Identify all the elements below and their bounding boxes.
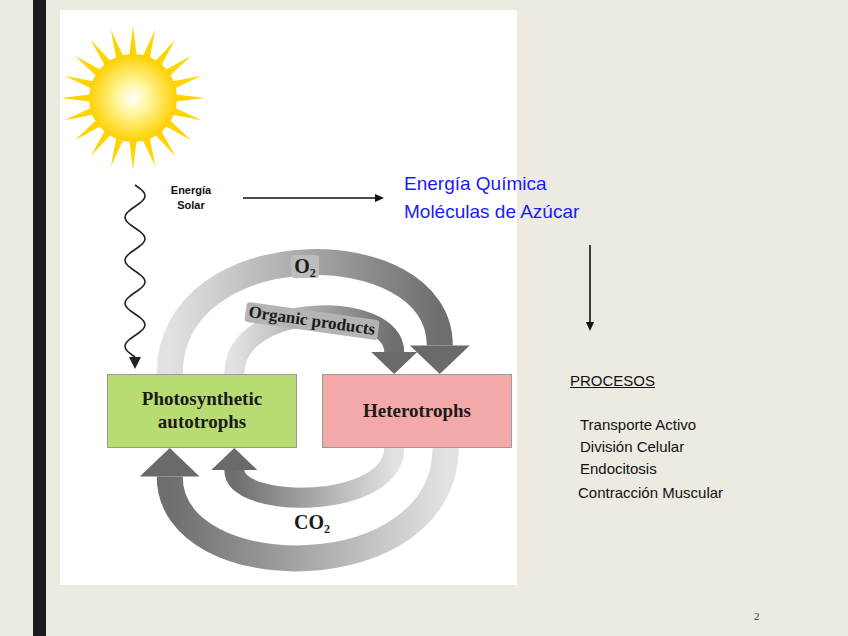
arc-body: [170, 262, 440, 374]
sun-ray: [175, 94, 205, 102]
sun-ray: [142, 137, 155, 167]
energy-arrowhead: [375, 194, 384, 202]
cycle-arrow: [140, 448, 446, 558]
edge-label: O₂: [291, 255, 319, 278]
arc-body: [234, 448, 394, 498]
sun: [89, 54, 177, 142]
process-arrowhead: [586, 322, 594, 331]
arrowhead: [140, 448, 200, 477]
energy-arrow: [243, 197, 376, 199]
sun-ray: [129, 140, 137, 170]
sun-ray: [111, 137, 124, 167]
node-text: Photosynthetic autotrophs: [118, 388, 286, 434]
solar-wave: [125, 185, 145, 357]
process-box: Heterotrophs: [322, 374, 512, 448]
chemical-energy-label: Energía Química: [404, 173, 547, 195]
arrowhead: [211, 448, 257, 470]
sun-ray: [65, 76, 95, 89]
processes-heading: PROCESOS: [570, 372, 655, 389]
process-item: Contracción Muscular: [578, 484, 723, 501]
page-number: 2: [754, 610, 760, 622]
cycle-arrow: [170, 262, 470, 374]
wave-arrowhead: [129, 357, 141, 369]
process-item: Transporte Activo: [580, 416, 696, 433]
sun-ray: [172, 76, 202, 89]
sun-ray: [142, 30, 155, 60]
process-item: División Celular: [580, 438, 684, 455]
arc-body: [170, 448, 446, 558]
sun-rays: [61, 26, 205, 170]
sun-ray: [129, 26, 137, 56]
process-item: Endocitosis: [580, 460, 657, 477]
sun-ray: [111, 30, 124, 60]
side-bar: [33, 0, 46, 636]
sun-ray: [61, 94, 91, 102]
sugar-label: Moléculas de Azúcar: [404, 201, 579, 223]
process-box: Photosynthetic autotrophs: [107, 374, 297, 448]
sun-ray: [65, 107, 95, 120]
white-panel: [60, 10, 517, 585]
arrowhead: [410, 345, 470, 374]
solar-energy-label: Energía Solar: [163, 183, 219, 213]
sun-ray: [172, 107, 202, 120]
arrowhead: [371, 352, 417, 374]
node-text: Heterotrophs: [363, 400, 471, 423]
edge-label: CO₂: [291, 511, 333, 534]
process-arrow: [589, 245, 591, 323]
